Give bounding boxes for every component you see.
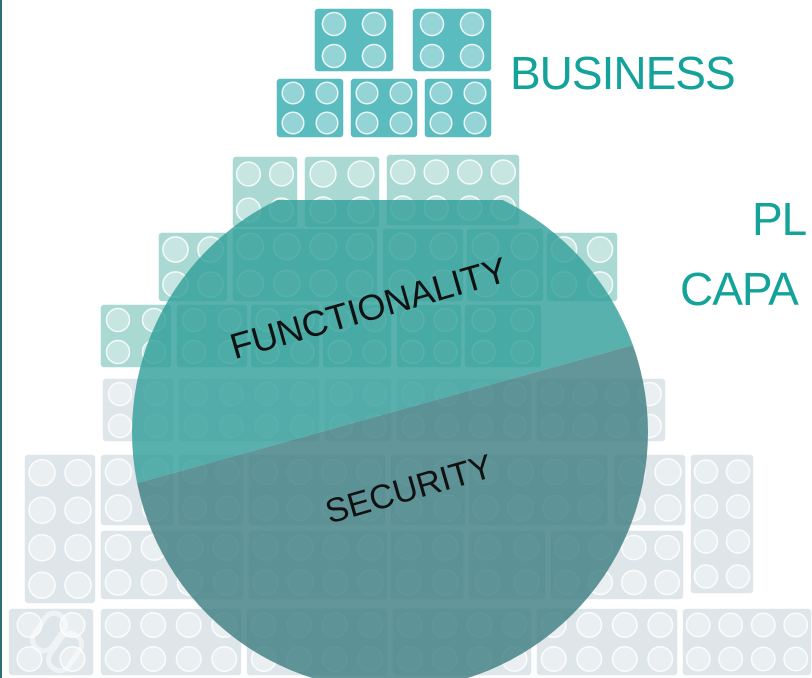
lego-brick xyxy=(411,7,493,73)
lego-brick xyxy=(423,77,493,139)
lego-brick xyxy=(275,77,345,139)
lego-brick xyxy=(681,607,812,677)
security-half xyxy=(132,332,648,678)
chain-link-icon xyxy=(29,610,85,674)
capability-heading: CAPA xyxy=(680,263,799,315)
lego-brick xyxy=(313,7,395,73)
business-heading: BUSINESS xyxy=(510,47,736,99)
lego-brick xyxy=(689,453,755,595)
functionality-half xyxy=(132,200,648,488)
left-edge-border xyxy=(0,0,2,678)
platform-heading: PL xyxy=(752,193,807,245)
lego-brick xyxy=(99,607,243,677)
lego-brick xyxy=(349,77,419,139)
lego-brick xyxy=(535,607,679,677)
functionality-security-circle: FUNCTIONALITY SECURITY xyxy=(132,200,648,678)
lego-brick xyxy=(23,453,97,605)
